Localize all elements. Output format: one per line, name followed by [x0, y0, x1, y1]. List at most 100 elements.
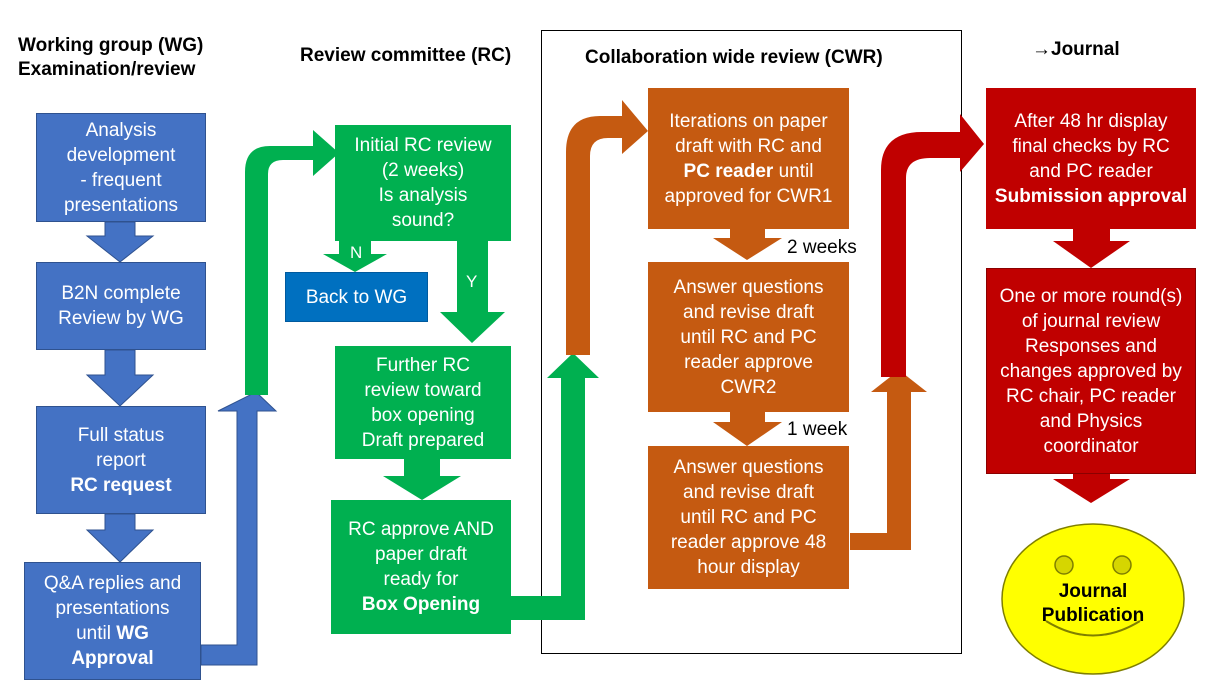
- orange-down-arrow-1: [713, 229, 782, 260]
- back-to-wg-box: Back to WG: [285, 272, 428, 322]
- rc-further-line: Further RC: [376, 354, 470, 376]
- rc-initial-line: sound?: [391, 210, 455, 231]
- green-down-arrow: [383, 459, 461, 500]
- cwr-iter-pc: PC reader: [683, 160, 774, 182]
- blue-bent-arrow: [200, 391, 278, 666]
- wg-box4-wg: WG: [116, 623, 149, 644]
- wg-analysis-box: Analysis development - frequent presenta…: [36, 113, 206, 222]
- wg-box3-line: Full status: [77, 424, 165, 446]
- left-eye-icon: [1054, 555, 1074, 575]
- rc-approve-line: paper draft: [375, 544, 467, 565]
- wg-box1-line: presentations: [63, 194, 179, 216]
- cwr-answer1-line: Answer questions: [673, 276, 824, 298]
- red-down-arrow-2: [1053, 474, 1130, 503]
- cwr-iter-line: Iterations on paper: [669, 110, 828, 132]
- wg-b2n-box: B2N complete Review by WG: [36, 262, 206, 350]
- journal-rounds-line: One or more round(s): [999, 285, 1183, 307]
- journal-publication-line: Publication: [1041, 605, 1145, 626]
- rc-initial-line: (2 weeks): [381, 160, 465, 181]
- journal-rounds-box: One or more round(s) of journal review R…: [986, 268, 1196, 474]
- journal-after-line: After 48 hr display: [1014, 110, 1168, 132]
- journal-after-box: After 48 hr display final checks by RC a…: [986, 88, 1196, 229]
- journal-publication-label: Journal Publication: [1000, 580, 1186, 628]
- wg-qa-box: Q&A replies and presentations until WG A…: [24, 562, 201, 680]
- cwr-frame: [541, 30, 962, 654]
- rc-further-line: Draft prepared: [361, 429, 485, 451]
- journal-rounds-line: changes approved by: [1000, 360, 1182, 382]
- journal-rounds-line: Responses and: [1024, 335, 1158, 357]
- header-working-group: Working group (WG) Examination/review: [18, 34, 203, 82]
- cwr-answer2-line: Answer questions: [673, 457, 824, 478]
- cwr-iter-line: approved for CWR1: [664, 185, 833, 207]
- wg-box2-line: Review by WG: [58, 308, 184, 329]
- journal-after-line: final checks by RC: [1012, 135, 1170, 157]
- right-eye-icon: [1112, 555, 1132, 575]
- two-weeks-label: 2 weeks: [787, 237, 857, 258]
- wg-box3-line: RC request: [70, 474, 172, 496]
- cwr-answer2-line: reader approve 48: [670, 532, 827, 553]
- journal-rounds-line: and Physics: [1039, 410, 1143, 432]
- cwr-answer1-line: reader approve: [684, 351, 813, 373]
- cwr-answer2-line: hour display: [697, 557, 800, 578]
- cwr-answer1-box: Answer questions and revise draft until …: [648, 262, 849, 412]
- journal-after-line: Submission approval: [994, 185, 1188, 207]
- rc-further-line: box opening: [371, 404, 475, 426]
- rc-initial-line: Is analysis: [378, 185, 468, 206]
- cwr-answer1-line: CWR2: [720, 376, 777, 398]
- blue-down-arrow-1: [85, 221, 155, 263]
- yes-label: Y: [466, 272, 478, 291]
- blue-down-arrow-3: [85, 513, 155, 563]
- rc-initial-line: Initial RC review: [354, 135, 492, 156]
- cwr-answer1-line: until RC and PC: [680, 326, 817, 348]
- rc-further-line: review toward: [364, 379, 482, 401]
- journal-after-line: and PC reader: [1029, 160, 1153, 182]
- journal-rounds-line: RC chair, PC reader: [1005, 385, 1176, 407]
- smile-icon: [1045, 620, 1141, 637]
- wg-box4-until-line: until WG: [44, 621, 181, 646]
- rc-further-box: Further RC review toward box opening Dra…: [335, 346, 511, 459]
- rc-approve-box: RC approve AND paper draft ready for Box…: [331, 500, 511, 634]
- red-curved-arrow: [881, 114, 984, 377]
- wg-box1-line: Analysis: [85, 119, 157, 141]
- cwr-answer2-line: until RC and PC: [680, 507, 817, 528]
- header-cwr: Collaboration wide review (CWR): [585, 47, 883, 68]
- header-wg-line2: Examination/review: [18, 59, 196, 80]
- back-to-wg-label: Back to WG: [305, 286, 408, 308]
- wg-box4-approval: Approval: [71, 648, 154, 669]
- wg-box4-until: until: [76, 623, 117, 644]
- green-no-arrow: [323, 241, 387, 272]
- wg-box3-line: report: [96, 449, 146, 471]
- wg-box2-line: B2N complete: [61, 283, 181, 304]
- journal-rounds-line: coordinator: [1043, 435, 1139, 457]
- rc-initial-box: Initial RC review (2 weeks) Is analysis …: [335, 125, 511, 241]
- wg-box4-line: Q&A replies and: [43, 573, 182, 594]
- cwr-iterations-box: Iterations on paper draft with RC and PC…: [648, 88, 849, 229]
- one-week-label: 1 week: [787, 419, 848, 440]
- green-bent-arrow-cwr: [511, 353, 599, 620]
- smiley-face-icon: [1001, 523, 1185, 675]
- wg-box4-line: presentations: [55, 598, 170, 619]
- orange-bent-arrow-2: [850, 370, 927, 550]
- cwr-answer1-line: and revise draft: [683, 301, 814, 323]
- cwr-answer2-line: and revise draft: [683, 482, 814, 503]
- cwr-iter-until: until: [773, 160, 814, 182]
- cwr-iter-pc-line: PC reader until: [665, 159, 833, 184]
- rc-approve-line: ready for: [383, 569, 459, 590]
- orange-down-arrow-2: [713, 412, 782, 446]
- rc-approve-line: Box Opening: [361, 594, 481, 615]
- journal-publication-line: Journal: [1058, 581, 1128, 602]
- wg-box1-line: - frequent: [80, 169, 162, 191]
- green-yes-arrow: [440, 241, 505, 343]
- orange-curved-arrow-1: [566, 100, 648, 355]
- header-review-committee: Review committee (RC): [300, 45, 512, 66]
- red-down-arrow-1: [1053, 229, 1130, 268]
- cwr-answer2-box: Answer questions and revise draft until …: [648, 446, 849, 589]
- blue-down-arrow-2: [85, 349, 155, 407]
- cwr-iter-line: draft with RC and: [675, 135, 822, 157]
- rc-approve-line: RC approve AND: [348, 519, 494, 540]
- header-wg-line1: Working group (WG): [18, 35, 204, 56]
- no-label: N: [350, 243, 363, 262]
- header-journal: →Journal: [1032, 39, 1120, 60]
- green-bent-arrow-rc: [245, 130, 339, 395]
